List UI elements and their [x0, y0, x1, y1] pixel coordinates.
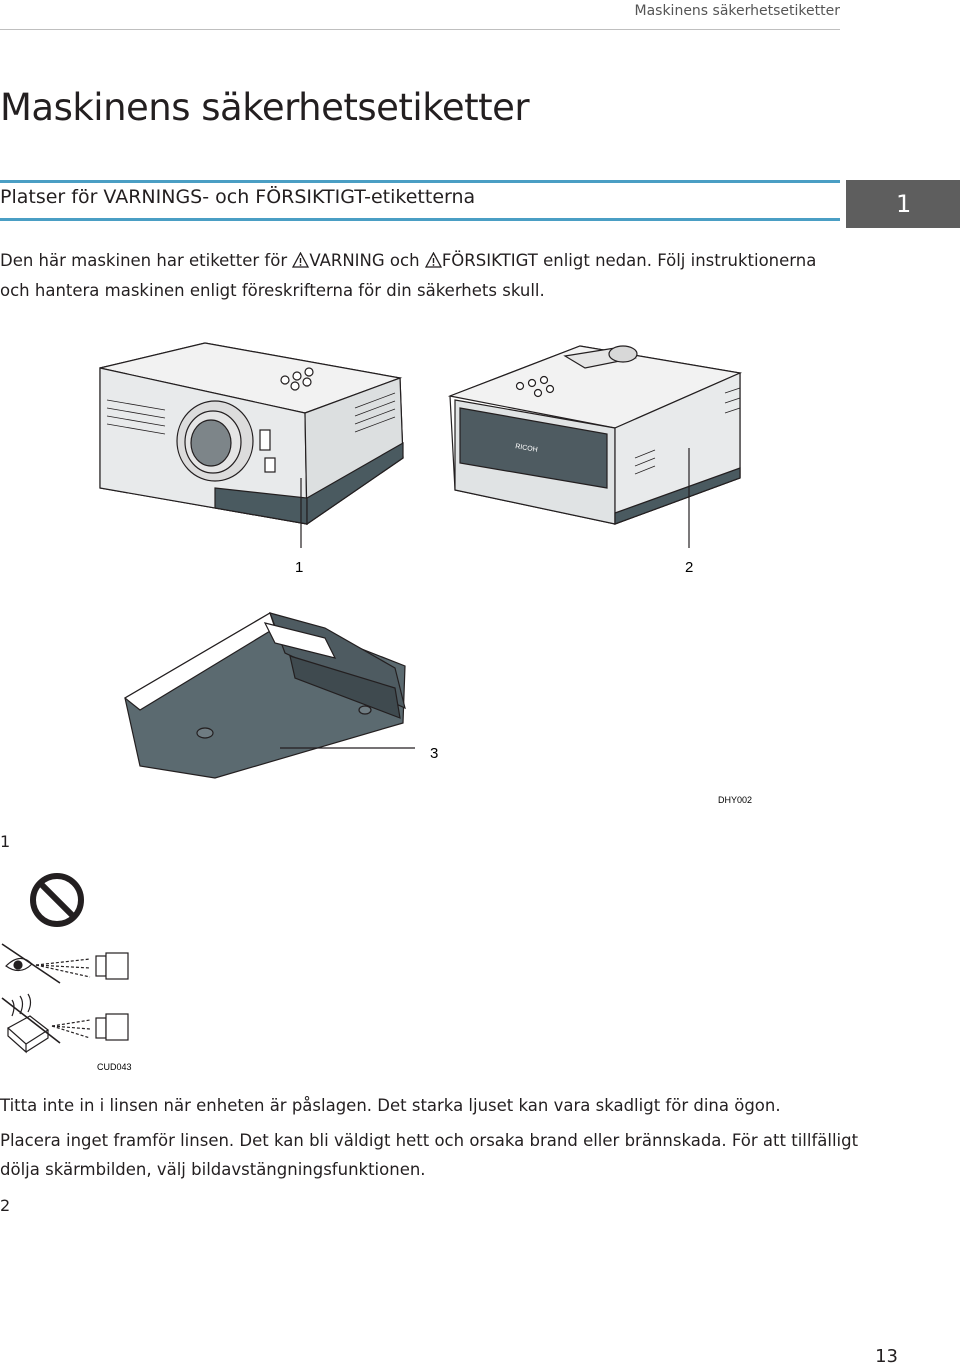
- lens-icon-1: [95, 952, 129, 980]
- section-rule-bottom: [0, 218, 840, 221]
- item-number-2: 2: [0, 1196, 11, 1215]
- intro-text-2: enligt nedan. Följ instruktionerna: [537, 251, 817, 270]
- prohibition-icon: [30, 873, 84, 927]
- intro-paragraph: Den här maskinen har etiketter för VARNI…: [0, 246, 840, 306]
- brand-label-rear: RICOH: [515, 443, 538, 454]
- callout-label-3: 3: [430, 745, 438, 762]
- callout-label-1: 1: [295, 559, 303, 576]
- intro-caution: FÖRSIKTIGT: [441, 251, 538, 270]
- warning-triangle-icon: [292, 252, 310, 268]
- warning-text-2: Placera inget framför linsen. Det kan bl…: [0, 1126, 860, 1184]
- intro-text-3: och hantera maskinen enligt föreskrifter…: [0, 281, 545, 300]
- section-rule-top: [0, 180, 840, 183]
- warning-text-2-line-1: Placera inget framför linsen. Det kan bl…: [0, 1131, 859, 1150]
- projector-rear-view: [447, 345, 743, 525]
- lens-icon-2: [95, 1013, 129, 1041]
- burning-object-icon: [1, 993, 91, 1054]
- warning-text-1: Titta inte in i linsen när enheten är på…: [0, 1096, 781, 1115]
- header-rule: [0, 29, 840, 30]
- figure-code-1: DHY002: [718, 795, 752, 805]
- laser-warning-label-figure: CUD043: [1, 873, 132, 1072]
- chapter-tab: 1: [846, 180, 960, 228]
- callout-label-2: 2: [685, 559, 693, 576]
- page-number: 13: [875, 1346, 898, 1367]
- page-title: Maskinens säkerhetsetiketter: [0, 86, 530, 129]
- intro-text-1: Den här maskinen har etiketter för: [0, 251, 293, 270]
- warning-text-2-line-2: dölja skärmbilden, välj bildavstängnings…: [0, 1160, 426, 1179]
- caution-triangle-icon: [424, 252, 442, 268]
- section-title: Platser för VARNINGS- och FÖRSIKTIGT-eti…: [0, 186, 476, 208]
- intro-and: och: [384, 251, 425, 270]
- eye-icon: [1, 943, 91, 984]
- item-number-1: 1: [0, 832, 11, 851]
- projector-front-view: [99, 342, 404, 526]
- chapter-number: 1: [896, 190, 912, 218]
- projector-label-locations-figure: 1 RICOH 2 RICOH 3 DHY002: [99, 342, 752, 805]
- figure-code-2: CUD043: [97, 1062, 132, 1072]
- intro-warning: VARNING: [309, 251, 385, 270]
- running-header: Maskinens säkerhetsetiketter: [634, 3, 841, 19]
- projector-bottom-view: [123, 612, 406, 779]
